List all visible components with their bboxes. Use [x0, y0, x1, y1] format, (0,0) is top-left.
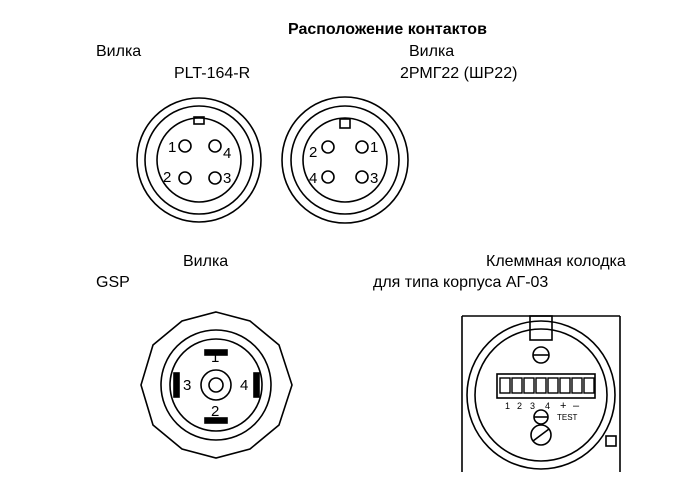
rmg-pin-label-2: 2 [309, 144, 317, 161]
plt-pin-label-1: 1 [168, 139, 176, 156]
rmg-pin-2 [321, 140, 335, 154]
terminal-screw-2 [511, 377, 523, 394]
gsp-pin-label-1: 1 [211, 349, 219, 366]
gsp-pin-2-blade [204, 417, 228, 424]
gsp-pin-label-3: 3 [183, 377, 191, 394]
terminal-subtitle-label: для типа корпуса АГ-03 [373, 274, 549, 291]
terminal-screw-3 [523, 377, 535, 394]
plt-kind-label: Вилка [96, 43, 142, 60]
terminal-screw-7 [571, 377, 583, 394]
terminal-label-1: 1 [505, 401, 510, 411]
terminal-ground-screw-slot [532, 428, 550, 442]
terminal-strip [496, 373, 596, 399]
gsp-connector [140, 311, 293, 459]
plt-pin-1 [178, 139, 192, 153]
gsp-model-label: GSP [96, 274, 130, 291]
terminal-label-plus: + [560, 400, 566, 412]
gsp-pin-label-2: 2 [211, 403, 219, 420]
terminal-label-2: 2 [517, 401, 522, 411]
gsp-kind-label: Вилка [183, 253, 229, 270]
gsp-inner-ring [169, 338, 263, 432]
terminal-screw-4 [535, 377, 547, 394]
rmg-outer-ring [281, 96, 409, 224]
terminal-title-label: Клеммная колодка [486, 253, 626, 270]
plt-inner-ring [156, 117, 242, 203]
terminal-outer-circle [466, 320, 616, 470]
plt-key [193, 116, 205, 125]
plt-pin-label-2: 2 [163, 169, 171, 186]
terminal-ground-screw [530, 424, 552, 446]
gsp-outer-octagon [140, 311, 293, 459]
plt-pin-4 [208, 139, 222, 153]
plt-middle-ring [144, 105, 254, 215]
gsp-pin-3-blade [173, 372, 180, 398]
terminal-test-label: TEST [557, 413, 578, 422]
plt-connector [136, 97, 262, 223]
terminal-block [461, 315, 621, 472]
rmg-pin-label-4: 4 [309, 170, 317, 187]
gsp-pin-1-blade [204, 349, 228, 356]
rmg-pin-1 [355, 140, 369, 154]
rmg-middle-ring [290, 105, 400, 215]
plt-pin-label-3: 3 [223, 170, 231, 187]
terminal-screw-1 [499, 377, 511, 394]
page-title: Расположение контактов [288, 21, 487, 38]
plt-outer-ring [136, 97, 262, 223]
rmg-connector [281, 96, 409, 224]
gsp-center-pin [208, 377, 224, 393]
terminal-side-tab [605, 435, 617, 447]
terminal-label-4: 4 [545, 401, 550, 411]
rmg-pin-4 [321, 170, 335, 184]
plt-pin-label-4: 4 [223, 145, 231, 162]
terminal-screw-5 [547, 377, 559, 394]
gsp-pin-label-4: 4 [240, 377, 248, 394]
terminal-screw-6 [559, 377, 571, 394]
plt-model-label: PLT-164-R [174, 65, 251, 82]
rmg-kind-label: Вилка [409, 43, 455, 60]
gsp-pin-4-blade [253, 372, 260, 398]
terminal-top-mount [529, 315, 553, 341]
rmg-pin-3 [355, 170, 369, 184]
plt-pin-2 [178, 171, 192, 185]
terminal-inner-circle [474, 328, 608, 462]
terminal-label-minus: – [573, 400, 580, 412]
gsp-center-ring [200, 369, 232, 401]
terminal-label-3: 3 [530, 401, 535, 411]
terminal-screw-8 [583, 377, 595, 394]
rmg-pin-label-3: 3 [370, 170, 378, 187]
gsp-outer-ring [160, 329, 272, 441]
rmg-model-label: 2РМГ22 (ШР22) [400, 65, 518, 82]
plt-pin-3 [208, 171, 222, 185]
rmg-inner-ring [302, 117, 388, 203]
rmg-key [339, 118, 351, 129]
rmg-pin-label-1: 1 [370, 139, 378, 156]
